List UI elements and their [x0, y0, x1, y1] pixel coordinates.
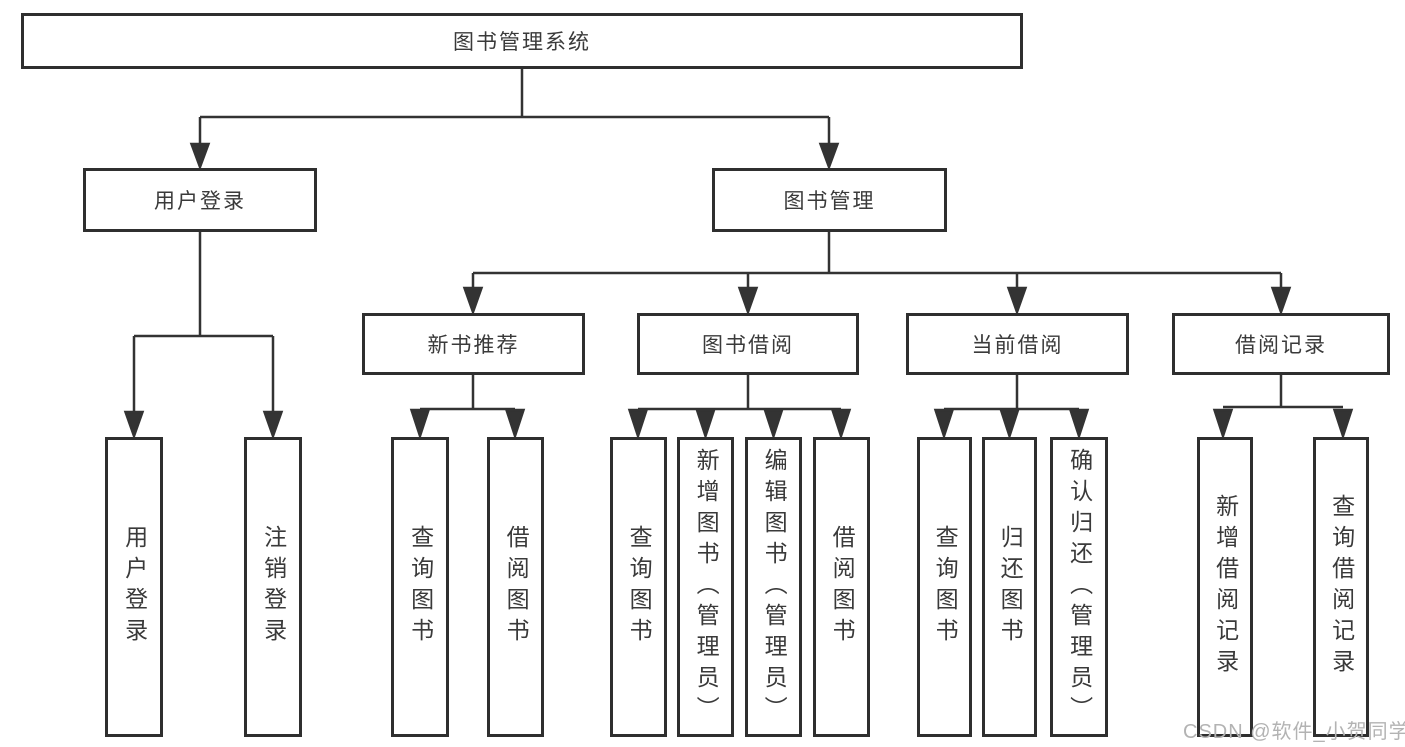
- node-label: 编辑图书（管理员）: [761, 447, 788, 727]
- node-leaf-edit-books-admin: 编辑图书（管理员）: [745, 437, 802, 737]
- node-label: 借阅记录: [1235, 334, 1327, 357]
- node-label: 图书管理系统: [453, 31, 591, 54]
- node-leaf-add-books-admin: 新增图书（管理员）: [677, 437, 734, 737]
- node-user-login: 用户登录: [83, 168, 317, 232]
- node-book-borrow: 图书借阅: [637, 313, 859, 375]
- node-library-management-system: 图书管理系统: [21, 13, 1023, 69]
- node-label: 借阅图书: [503, 525, 530, 649]
- node-leaf-borrow-books: 借阅图书: [813, 437, 870, 737]
- node-label: 用户登录: [121, 525, 148, 649]
- connector-userlogin-to-leaves: [123, 232, 284, 440]
- node-label: 图书管理: [783, 190, 876, 213]
- node-label: 注销登录: [260, 525, 287, 649]
- node-label: 借阅图书: [829, 525, 856, 649]
- connector-bookmgmt-to-level3: [462, 232, 1292, 316]
- node-label: 查询图书: [626, 525, 653, 649]
- connector-borrowrecords-to-leaves: [1212, 375, 1354, 441]
- node-leaf-add-borrow-record: 新增借阅记录: [1197, 437, 1253, 737]
- connector-root-to-level2: [189, 69, 840, 171]
- connector-bookborrow-to-leaves: [627, 375, 852, 441]
- node-label: 用户登录: [154, 190, 246, 213]
- node-leaf-query-books-borrow: 查询图书: [610, 437, 667, 737]
- node-leaf-query-borrow-record: 查询借阅记录: [1313, 437, 1369, 737]
- node-leaf-query-books-current: 查询图书: [917, 437, 972, 737]
- node-book-management: 图书管理: [712, 168, 947, 232]
- node-leaf-user-login: 用户登录: [105, 437, 163, 737]
- node-leaf-borrow-books-recommend: 借阅图书: [487, 437, 544, 737]
- node-label: 查询图书: [407, 525, 434, 649]
- node-current-borrow: 当前借阅: [906, 313, 1129, 375]
- node-leaf-logout: 注销登录: [244, 437, 302, 737]
- node-label: 确认归还（管理员）: [1066, 447, 1093, 727]
- node-leaf-return-books: 归还图书: [982, 437, 1037, 737]
- node-label: 当前借阅: [971, 334, 1064, 357]
- connector-currentborrow-to-leaves: [933, 375, 1090, 441]
- node-label: 查询借阅记录: [1328, 494, 1355, 680]
- node-label: 查询图书: [932, 525, 959, 649]
- csdn-watermark: CSDN @软件_小贺同学: [1183, 721, 1405, 743]
- node-label: 归还图书: [997, 525, 1024, 649]
- node-label: 新增图书（管理员）: [693, 447, 720, 727]
- node-leaf-confirm-return-admin: 确认归还（管理员）: [1050, 437, 1108, 737]
- node-new-book-recommend: 新书推荐: [362, 313, 585, 375]
- connector-newbooks-to-leaves: [409, 375, 526, 441]
- node-label: 新增借阅记录: [1212, 494, 1239, 680]
- node-label: 新书推荐: [427, 334, 520, 357]
- node-leaf-query-books-recommend: 查询图书: [391, 437, 449, 737]
- node-borrow-records: 借阅记录: [1172, 313, 1390, 375]
- node-label: 图书借阅: [702, 334, 794, 357]
